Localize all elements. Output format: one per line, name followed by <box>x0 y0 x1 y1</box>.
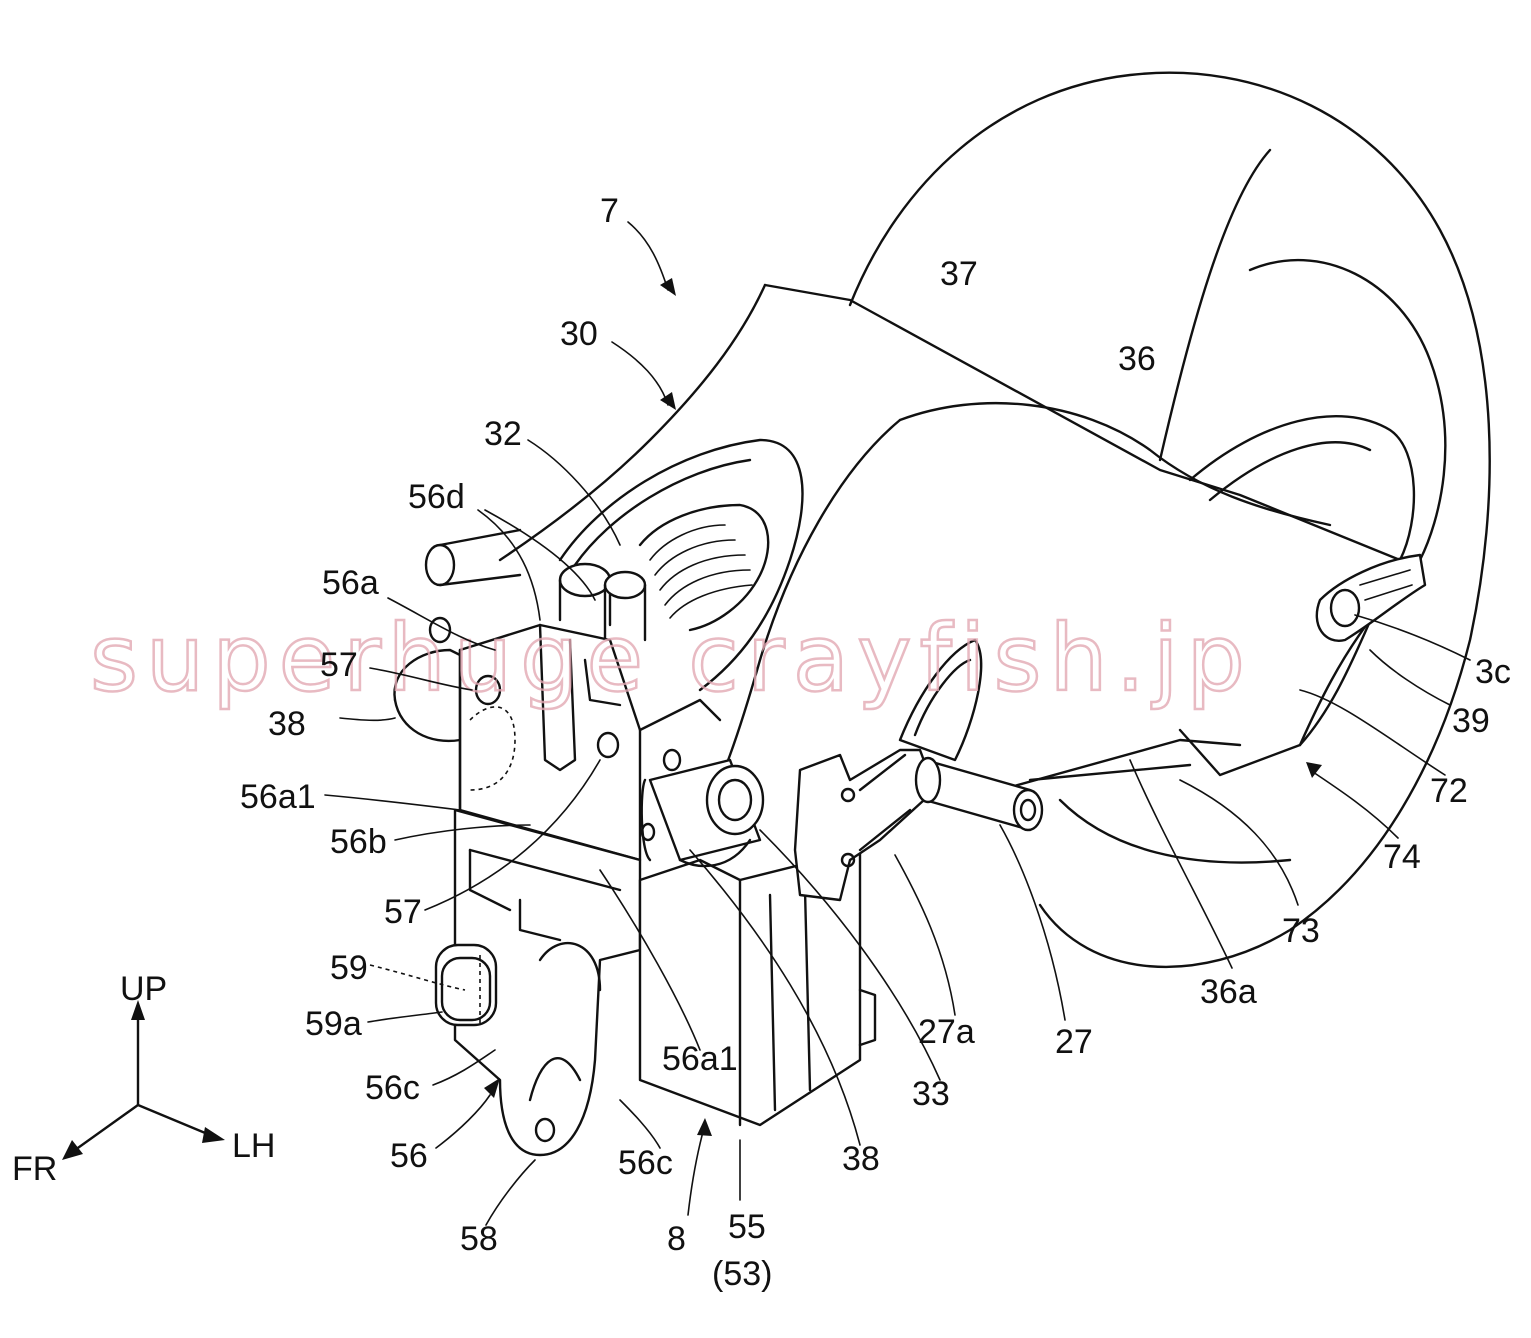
label-56a1-bottom: 56a1 <box>662 1040 738 1078</box>
label-56d: 56d <box>408 478 465 516</box>
label-36: 36 <box>1118 340 1156 378</box>
label-56c-bottom: 56c <box>618 1144 673 1182</box>
label-37: 37 <box>940 255 978 293</box>
axis-up-label: UP <box>120 970 167 1008</box>
bellows-assembly <box>558 438 804 692</box>
label-36a: 36a <box>1200 973 1257 1011</box>
label-56a1-left: 56a1 <box>240 778 316 816</box>
label-59a: 59a <box>305 1005 362 1043</box>
watermark-text: superhuge crayfish.jp <box>90 605 1253 712</box>
label-59: 59 <box>330 949 368 987</box>
label-55: 55 <box>728 1208 766 1246</box>
axis-fr-label: FR <box>12 1150 57 1188</box>
lever-27 <box>793 638 1044 902</box>
direction-axes: UP LH FR <box>12 970 275 1188</box>
left-shaft-38 <box>393 528 522 743</box>
label-8: 8 <box>667 1220 686 1258</box>
label-27a: 27a <box>918 1013 975 1051</box>
label-57-top: 57 <box>320 646 358 684</box>
label-27: 27 <box>1055 1023 1093 1061</box>
label-56c-left: 56c <box>365 1069 420 1107</box>
label-56: 56 <box>390 1137 428 1175</box>
label-7: 7 <box>600 192 619 230</box>
label-38-left: 38 <box>268 705 306 743</box>
axis-lh-label: LH <box>232 1127 275 1165</box>
label-33: 33 <box>912 1075 950 1113</box>
label-57-bottom: 57 <box>384 893 422 931</box>
label-58: 58 <box>460 1220 498 1258</box>
label-3c: 3c <box>1475 653 1511 691</box>
bracket-56 <box>434 623 722 1157</box>
shaft-33 <box>640 748 765 868</box>
label-39: 39 <box>1452 702 1490 740</box>
cowl-shell <box>498 71 1491 969</box>
label-53: (53) <box>712 1255 772 1293</box>
label-56b: 56b <box>330 823 387 861</box>
leader-lines <box>324 221 1471 1226</box>
label-56a: 56a <box>322 564 379 602</box>
label-30: 30 <box>560 315 598 353</box>
label-38-bottom: 38 <box>842 1140 880 1178</box>
reference-labels: 7 30 32 37 36 56d 56a 57 38 56a1 56b 57 … <box>240 192 1511 1293</box>
label-73: 73 <box>1282 912 1320 950</box>
label-72: 72 <box>1430 772 1468 810</box>
label-32: 32 <box>484 415 522 453</box>
housing-55 <box>638 848 877 1127</box>
label-74: 74 <box>1383 838 1421 876</box>
